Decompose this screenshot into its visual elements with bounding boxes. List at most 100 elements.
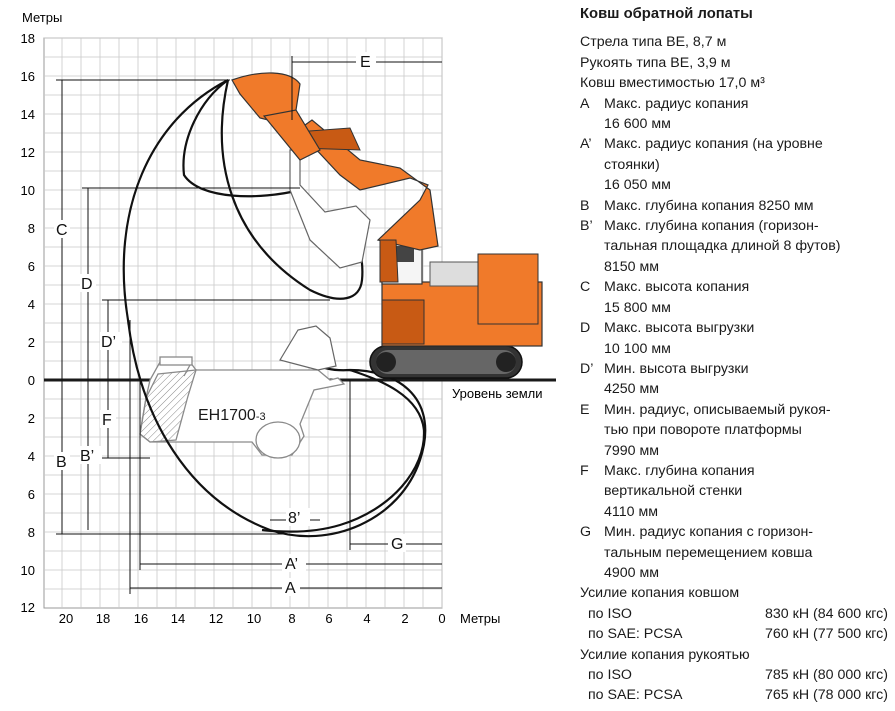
spec-line: 4110 мм [604,503,658,520]
dim-label-a-prime: A’ [285,556,298,573]
spec-letter: D’ [580,360,594,377]
spec-line: 8150 мм [604,258,660,275]
spec-letter: F [580,462,589,479]
spec-line: 4250 мм [604,381,660,398]
x-tick: 2 [401,611,408,626]
truck-label: EH1700-3 [198,407,266,424]
spec-line: 10 100 мм [604,340,671,357]
force-value: 765 кН (78 000 кгс) [765,687,888,704]
bucket-force-title: Усилие копания ковшом [580,585,740,602]
spec-line: Мин. радиус, описываемый рукоя- [604,401,831,418]
spec-line: Макс. радиус копания (на уровне [604,136,823,153]
y-tick: 4 [28,449,35,464]
spec-line: тальным перемещением ковша [604,544,813,561]
force-value: 760 кН (77 500 кгс) [765,626,888,643]
spec-line: Макс. глубина копания (горизон- [604,218,819,235]
spec-body: Макс. глубина копания (горизон-тальная п… [604,216,888,277]
force-label: по ISO [588,667,632,683]
dimension-lines [56,56,442,594]
dim-label-e: E [360,54,371,71]
reach-envelope [122,79,427,538]
x-axis-unit: Метры [460,611,500,626]
spec-line: Макс. высота выгрузки [604,320,755,337]
spec-intro-line: Ковш вместимостью 17,0 м³ [580,75,765,92]
y-tick: 2 [28,335,35,350]
arm-force-title: Усилие копания рукоятью [580,646,750,663]
y-ticks-down: 2 4 6 8 10 12 [21,411,35,615]
bucket-positions [279,149,371,371]
y-tick: 16 [21,69,35,84]
bucket-force-row: по ISO 830 кН (84 600 кгс) [580,604,888,624]
spec-letter: A [580,95,590,112]
y-tick: 2 [28,411,35,426]
spec-line: тальная площадка длиной 8 футов) [604,238,841,255]
dim-label-b-prime: B’ [80,448,94,465]
spec-item: A’ Макс. радиус копания (на уровне стоянки… [580,134,888,195]
y-tick: 8 [28,221,35,236]
spec-item: A Макс. радиус копания 16 600 мм [580,94,888,135]
y-ticks-up: 18 16 14 12 10 8 6 4 2 0 [21,31,35,388]
spec-line: тью при повороте платформы [604,422,802,439]
force-label: по ISO [588,605,632,622]
y-tick: 10 [21,183,35,198]
excavator-illustration [231,72,543,379]
y-tick: 8 [28,525,35,540]
y-axis-unit: Метры [22,10,62,25]
spec-item: E Мин. радиус, описываемый рукоя-тью при … [580,400,888,461]
y-tick: 4 [28,297,35,312]
y-tick: 12 [21,145,35,160]
ground-label: Уровень земли [452,386,543,401]
dim-label-8ft: 8’ [288,510,300,527]
dim-label-f: F [102,412,112,429]
spec-letter: A’ [580,136,592,153]
spec-line: Макс. глубина копания 8250 мм [604,197,814,214]
spec-body: Мин. радиус копания с горизон-тальным пе… [604,522,888,583]
bucket-force-row: по SAE: PCSA 760 кН (77 500 кгс) [580,624,888,644]
spec-line: 7990 мм [604,442,660,459]
spec-body: Мин. радиус, описываемый рукоя-тью при п… [604,400,888,461]
spec-item: D Макс. высота выгрузки 10 100 мм [580,318,888,359]
dim-label-g: G [391,536,403,553]
x-tick: 4 [363,611,370,626]
grid [43,37,443,609]
spec-letter: E [580,401,590,418]
arm-force-row: по SAE: PCSA 765 кН (78 000 кгс) [580,685,888,705]
arm-force-row: по ISO 785 кН (80 000 кгс) [580,665,888,685]
y-tick: 18 [21,31,35,46]
y-tick: 10 [21,563,35,578]
spec-intro-line: Рукоять типа BE, 3,9 м [580,54,731,71]
spec-line: вертикальной стенки [604,483,743,500]
x-tick: 12 [209,611,223,626]
dim-label-a: A [285,580,296,597]
y-tick: 12 [21,600,35,615]
spec-body: Макс. высота выгрузки 10 100 мм [604,318,888,359]
spec-line: стоянки) [604,156,660,173]
spec-body: Макс. глубина копания 8250 мм [604,196,888,216]
spec-intro-line: Стрела типа BE, 8,7 м [580,34,727,51]
spec-line: Макс. радиус копания [604,95,749,112]
force-label: по SAE: PCSA [588,626,683,643]
force-value: 785 кН (80 000 кгс) [765,667,888,683]
spec-letter: D [580,320,591,337]
spec-letter: B’ [580,218,593,235]
spec-line: 15 800 мм [604,299,671,316]
dim-label-b: B [56,454,67,471]
x-tick: 6 [325,611,332,626]
spec-letter: G [580,524,592,541]
spec-line: 16 600 мм [604,116,671,133]
spec-body: Макс. радиус копания 16 600 мм [604,94,888,135]
specs-title: Ковш обратной лопаты [580,6,753,22]
x-tick: 10 [247,611,261,626]
y-tick: 6 [28,259,35,274]
dim-label-c: C [56,222,68,239]
working-range-diagram: Метры Метры 18 16 14 12 10 8 6 4 2 0 2 4… [21,10,556,626]
dimension-labels: C D D’ B B’ F E G A’ A 8’ [54,52,406,597]
x-tick: 14 [171,611,185,626]
dim-label-d: D [81,276,93,293]
spec-letter: B [580,197,590,214]
spec-item: B’ Макс. глубина копания (горизон-тальная… [580,216,888,277]
